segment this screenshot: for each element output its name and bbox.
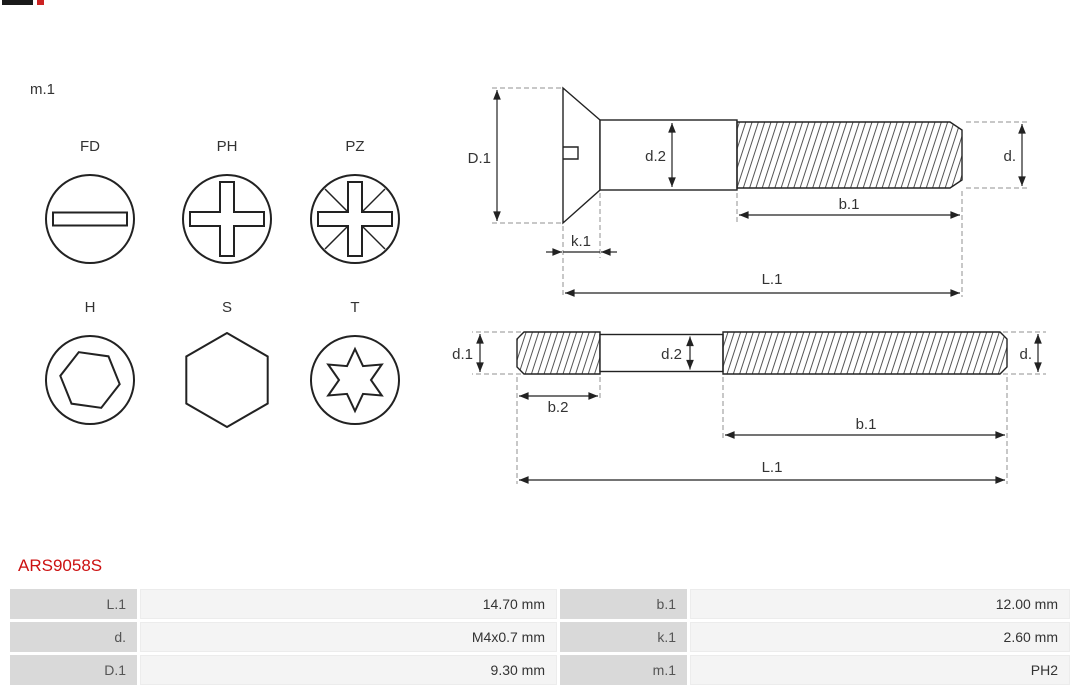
dim-label-stud-b1: b.1 [856, 416, 877, 433]
drive-type-ph: PH [179, 139, 275, 267]
dim-label-stud-d1: d.1 [452, 346, 473, 363]
drive-type-s: S [179, 300, 275, 428]
pozidriv-drive-icon [310, 174, 400, 264]
spec-value: 14.70 mm [140, 589, 557, 619]
drive-label-fd: FD [80, 138, 100, 155]
spec-label: D.1 [10, 655, 137, 685]
brand-mark-red-fragment [37, 0, 44, 5]
view-label-m1: m.1 [30, 81, 56, 98]
hex-socket-drive-icon [45, 335, 135, 425]
phillips-drive-icon [182, 174, 272, 264]
dim-label-screw-D1: D.1 [468, 150, 491, 167]
dim-label-stud-L1: L.1 [762, 459, 783, 476]
drive-label-pz: PZ [345, 138, 365, 155]
dim-label-screw-k1: k.1 [571, 233, 591, 250]
spec-value: 12.00 mm [690, 589, 1070, 619]
drive-type-pz: PZ [307, 139, 403, 267]
spec-value: M4x0.7 mm [140, 622, 557, 652]
drive-label-t: T [350, 299, 360, 316]
spec-value: 9.30 mm [140, 655, 557, 685]
spec-label: m.1 [560, 655, 687, 685]
spec-label: d. [10, 622, 137, 652]
stud-thread-right [722, 331, 1008, 375]
screw-head [562, 86, 601, 225]
torx-drive-icon [310, 335, 400, 425]
stud-drawing: d.1 d.2 d. b.2 b.1 L.1 [452, 331, 1046, 484]
dim-label-stud-b2: b.2 [548, 399, 569, 416]
spec-value: PH2 [690, 655, 1070, 685]
dim-label-screw-d2: d.2 [645, 148, 666, 165]
hex-head-icon [185, 332, 269, 428]
drive-label-h: H [84, 299, 96, 316]
spec-table: L.1 14.70 mm b.1 12.00 mm d. M4x0.7 mm k… [10, 589, 1070, 685]
drive-type-t: T [307, 300, 403, 428]
countersunk-screw-drawing: D.1 d.2 d. b.1 k.1 L.1 [468, 86, 1030, 297]
flat-slot-drive-icon [45, 174, 135, 264]
drive-label-s: S [221, 299, 232, 316]
dim-label-stud-d: d. [1019, 346, 1032, 363]
drive-type-h: H [42, 300, 138, 428]
dim-label-screw-b1: b.1 [839, 196, 860, 213]
spec-label: L.1 [10, 589, 137, 619]
dim-label-screw-d: d. [1003, 148, 1016, 165]
drive-label-ph: PH [216, 138, 238, 155]
spec-value: 2.60 mm [690, 622, 1070, 652]
stud-thread-left [516, 331, 601, 375]
dim-label-stud-d2: d.2 [661, 346, 682, 363]
part-number: ARS9058S [18, 556, 103, 575]
drive-type-fd: FD [42, 139, 138, 267]
screw-thread [736, 121, 963, 189]
spec-label: k.1 [560, 622, 687, 652]
stud-middle-shank [599, 333, 724, 373]
spec-label: b.1 [560, 589, 687, 619]
screw-shank [599, 119, 738, 191]
brand-mark-fragment [2, 0, 33, 5]
technical-drawings: D.1 d.2 d. b.1 k.1 L.1 d.1 d.2 d. b.2 b.… [452, 86, 1046, 484]
dim-label-screw-L1: L.1 [762, 271, 783, 288]
screw-slot [563, 146, 579, 160]
